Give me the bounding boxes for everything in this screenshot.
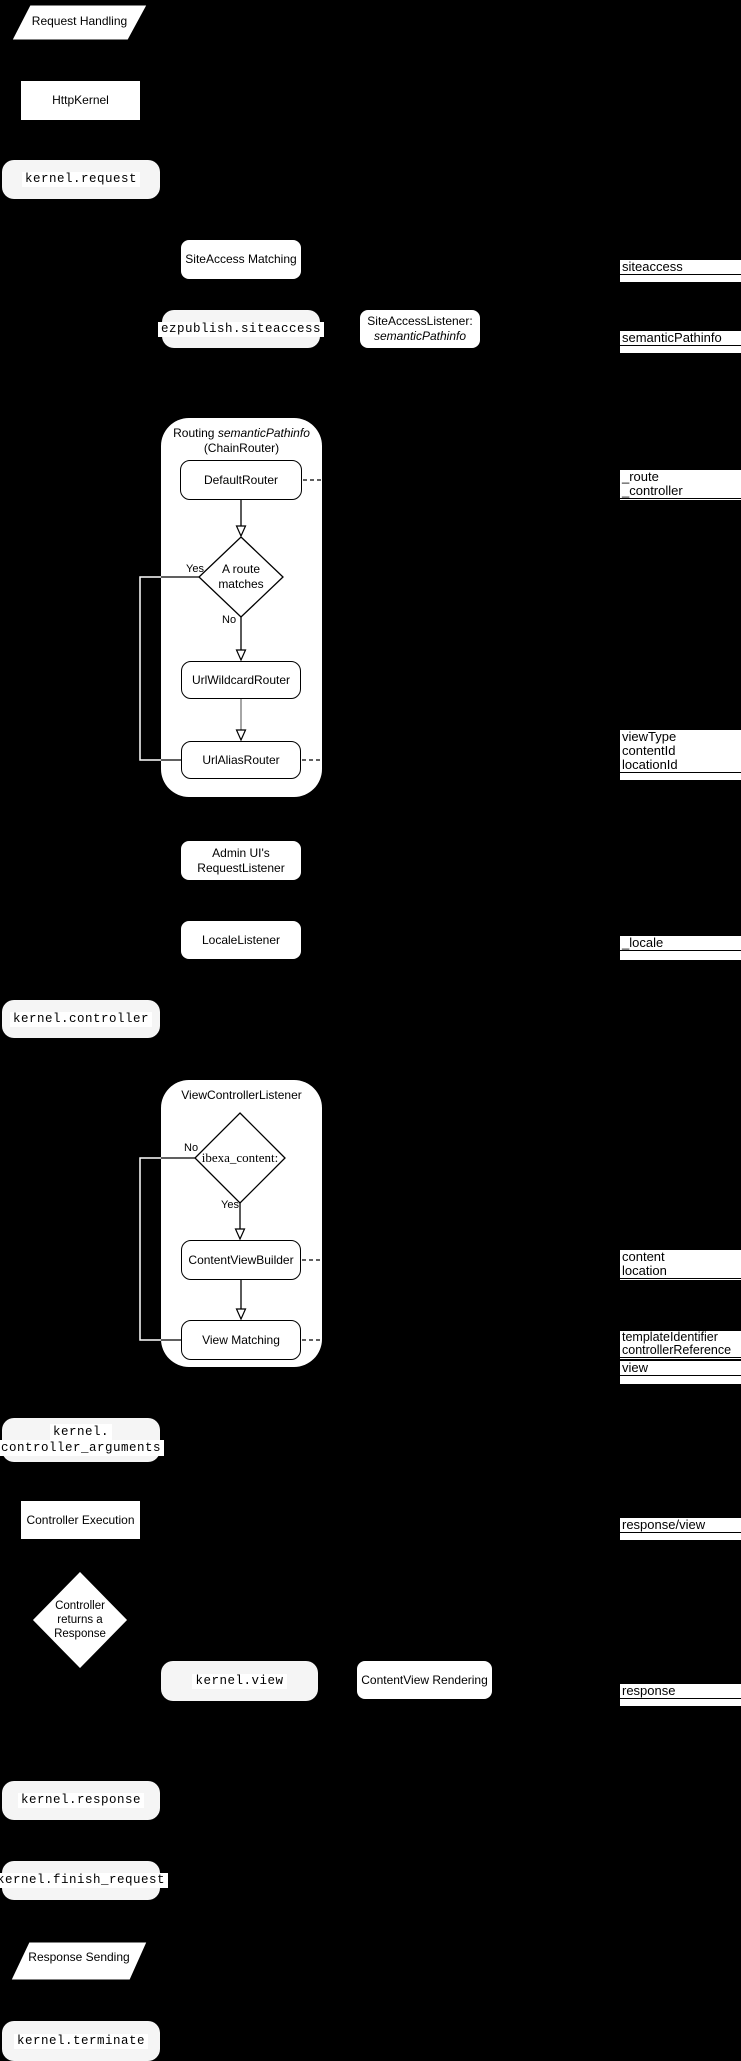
response-sending-parallelogram [10, 1941, 148, 1981]
routing-title-prefix: Routing [173, 426, 218, 440]
annotation-view-params: viewType contentId locationId [620, 730, 741, 780]
response-sending-label: Response Sending [28, 1950, 130, 1964]
http-kernel-node: HttpKernel [21, 81, 140, 120]
annotation-content-location-text: content location [620, 1250, 741, 1279]
ezpublish-siteaccess-event: ezpublish.siteaccess [157, 310, 325, 348]
annotation-semantic-pathinfo: semanticPathinfo [620, 331, 741, 353]
annotation-route-controller-text: _route _controller [620, 470, 741, 499]
annotation-siteaccess: siteaccess [620, 260, 741, 282]
annotation-locale: _locale [620, 936, 741, 960]
arrowhead [235, 1308, 247, 1321]
annotation-content-location: content location [620, 1250, 741, 1280]
routing-container-title: Routing semanticPathinfo (ChainRouter) [161, 426, 322, 456]
annotation-view-text: view [620, 1361, 741, 1376]
arrowhead [235, 525, 247, 538]
kernel-view-event: kernel.view [161, 1661, 318, 1701]
kernel-controller-arguments-line2: controller_arguments [0, 1440, 165, 1456]
no-bypass-connector [139, 1157, 161, 1341]
view-matching-node: View Matching [181, 1320, 301, 1360]
yes-loop-connector [139, 576, 161, 761]
routing-title-subtitle: (ChainRouter) [203, 441, 280, 455]
admin-request-listener-node: Admin UI's RequestListener [181, 841, 301, 880]
siteaccess-matching-node: SiteAccess Matching [181, 240, 301, 279]
annotation-response-view-text: response/view [620, 1518, 741, 1533]
arrowhead [235, 729, 247, 742]
locale-listener-node: LocaleListener [181, 921, 301, 959]
kernel-controller-arguments-line1: kernel. [49, 1424, 112, 1440]
annotation-response-view: response/view [620, 1518, 741, 1540]
annotation-view-params-text: viewType contentId locationId [620, 730, 741, 773]
content-view-rendering-node: ContentView Rendering [357, 1661, 492, 1699]
kernel-terminate-event: kernel.terminate [2, 2021, 160, 2061]
kernel-controller-arguments-event: kernel. controller_arguments [0, 1418, 165, 1462]
content-view-builder-node: ContentViewBuilder [181, 1240, 301, 1280]
route-matches-diamond [198, 536, 284, 618]
kernel-controller-label: kernel.controller [9, 1011, 153, 1027]
kernel-terminate-label: kernel.terminate [13, 2033, 149, 2049]
annotation-semantic-pathinfo-text: semanticPathinfo [620, 331, 741, 346]
annotation-route-controller: _route _controller [620, 470, 741, 500]
kernel-request-label: kernel.request [21, 172, 141, 187]
request-handling-label: Request Handling [31, 14, 128, 28]
siteaccess-listener-line1: SiteAccessListener: [367, 314, 473, 328]
route-yes-label: Yes [186, 563, 204, 575]
url-alias-router-node: UrlAliasRouter [181, 741, 301, 779]
route-no-label: No [222, 614, 237, 626]
ibexa-no-label: No [184, 1142, 199, 1154]
kernel-view-label: kernel.view [192, 1673, 287, 1689]
arrowhead [234, 1228, 246, 1241]
kernel-controller-event: kernel.controller [2, 1000, 160, 1038]
routing-title-italic: semanticPathinfo [217, 426, 310, 440]
annotation-response: response [620, 1684, 741, 1706]
annotation-view: view [620, 1361, 741, 1384]
annotation-response-text: response [620, 1684, 741, 1699]
siteaccess-listener-line2: semanticPathinfo [373, 329, 467, 343]
controller-execution-node: Controller Execution [21, 1501, 140, 1539]
ibexa-yes-label: Yes [221, 1199, 239, 1211]
url-wildcard-router-node: UrlWildcardRouter [181, 661, 301, 699]
default-router-node: DefaultRouter [180, 460, 302, 500]
controller-returns-response-diamond [31, 1570, 129, 1670]
annotation-locale-text: _locale [620, 936, 741, 951]
annotation-template-controller: templateIdentifier controllerReference [620, 1331, 741, 1359]
controller-returns-response-label: Controller returns a Response [54, 1600, 106, 1640]
request-handling-parallelogram [11, 4, 148, 41]
kernel-finish-request-event: kernel.finish_request [0, 1861, 169, 1900]
ibexa-content-diamond [194, 1112, 286, 1204]
siteaccess-listener-node: SiteAccessListener: semanticPathinfo [360, 310, 480, 348]
route-matches-label: A route matches [218, 562, 264, 591]
annotation-siteaccess-text: siteaccess [620, 260, 741, 275]
kernel-response-event: kernel.response [2, 1781, 160, 1820]
ibexa-content-label: ibexa_content: [201, 1150, 279, 1165]
view-controller-listener-title: ViewControllerListener [181, 1088, 302, 1102]
annotation-template-controller-text: templateIdentifier controllerReference [620, 1331, 741, 1358]
arrowhead [235, 649, 247, 662]
kernel-finish-request-label: kernel.finish_request [0, 1873, 169, 1888]
kernel-request-event: kernel.request [2, 160, 160, 199]
ezpublish-siteaccess-label: ezpublish.siteaccess [157, 321, 325, 337]
kernel-response-label: kernel.response [17, 1793, 145, 1808]
